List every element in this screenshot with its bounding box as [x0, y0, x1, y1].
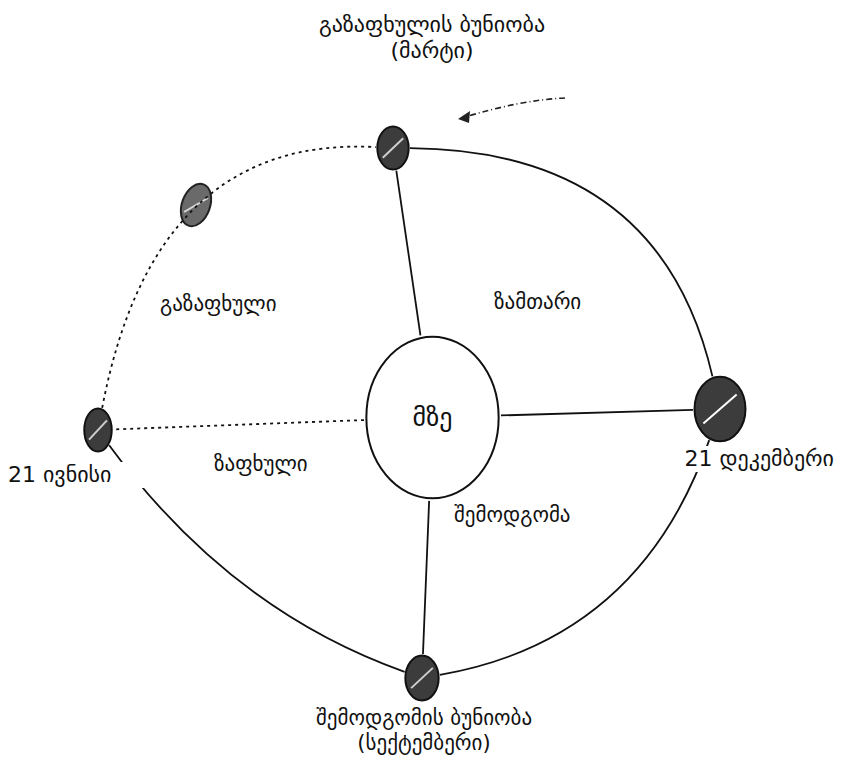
sun-label: მზე: [413, 402, 453, 433]
earth-ellipse: [405, 655, 439, 701]
orbit-line: [396, 171, 420, 336]
season-label: შემოდგომა: [452, 503, 573, 528]
pointer-arrow: [462, 98, 565, 118]
position-label: 21 ივნისი: [6, 462, 160, 488]
earth-position: გაზაფხულის ბუნიობა (მარტი): [377, 126, 409, 170]
sun-node: მზე: [365, 335, 500, 500]
earth-ellipse: [377, 126, 409, 170]
position-label: გაზაფხულის ბუნიობა (მარტი): [300, 12, 564, 65]
orbit-line: [501, 410, 693, 416]
earth-ellipse: [84, 408, 112, 452]
earth-position: შემოდგომის ბუნიობა (სექტემბერი): [405, 655, 439, 701]
earth-position: 21 დეკემბერი: [694, 376, 746, 442]
orbit-dotted-line: [102, 147, 376, 408]
earth-ellipse: [694, 376, 746, 442]
position-label: შემოდგომის ბუნიობა (სექტემბერი): [288, 706, 560, 756]
season-label: ზაფხული: [212, 452, 310, 477]
season-label: ზამთარი: [492, 290, 583, 315]
position-label: 21 დეკემბერი: [672, 446, 836, 472]
orbit-line: [440, 440, 709, 675]
orbit-dotted-line: [113, 420, 364, 429]
pointer-arrowhead: [458, 111, 470, 123]
orbit-line: [423, 501, 429, 654]
season-label: გაზაფხული: [158, 292, 279, 317]
earth-position: 21 ივნისი: [84, 408, 112, 452]
